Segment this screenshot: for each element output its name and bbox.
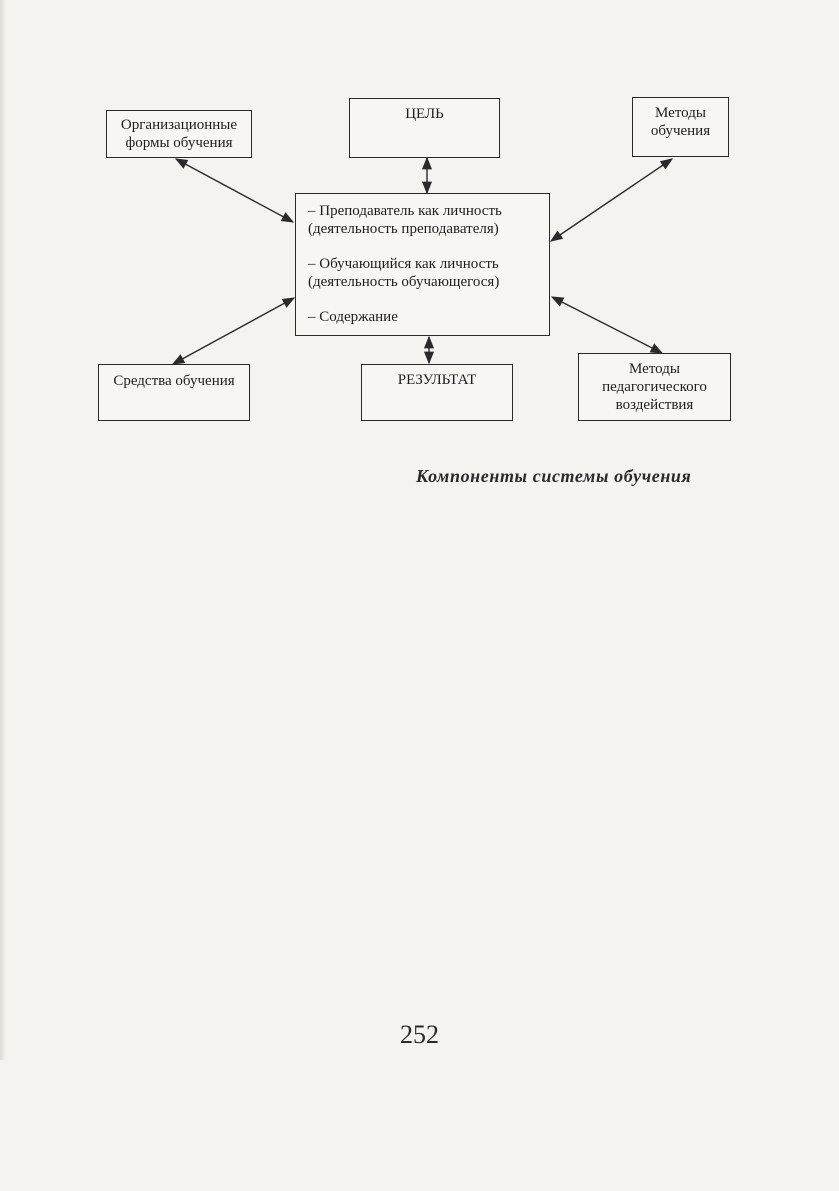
means-label: Средства обучения (99, 372, 249, 390)
center-box: – Преподаватель как личность (деятельнос… (295, 193, 550, 336)
page-number: 252 (0, 1020, 839, 1050)
arrow-methods (551, 159, 672, 241)
arrow-ped-methods (552, 297, 662, 353)
means-box: Средства обучения (98, 364, 250, 421)
ped-methods-box: Методы педагогического воздействия (578, 353, 731, 421)
result-box: РЕЗУЛЬТАТ (361, 364, 513, 421)
org-forms-box: Организационные формы обучения (106, 110, 252, 158)
arrow-means (173, 298, 294, 364)
methods-box: Методы обучения (632, 97, 729, 157)
ped-methods-label: Методы педагогического воздействия (579, 360, 730, 414)
center-item-teacher: – Преподаватель как личность (деятельнос… (308, 202, 539, 238)
goal-label: ЦЕЛЬ (350, 105, 499, 123)
center-item-student: – Обучающийся как личность (деятельность… (308, 255, 539, 291)
figure-caption: Компоненты системы обучения (416, 466, 691, 487)
org-forms-label: Организационные формы обучения (107, 116, 251, 152)
center-item-content: – Содержание (308, 308, 539, 326)
goal-box: ЦЕЛЬ (349, 98, 500, 158)
arrow-org-forms (176, 159, 293, 222)
result-label: РЕЗУЛЬТАТ (362, 371, 512, 389)
methods-label: Методы обучения (633, 104, 728, 140)
